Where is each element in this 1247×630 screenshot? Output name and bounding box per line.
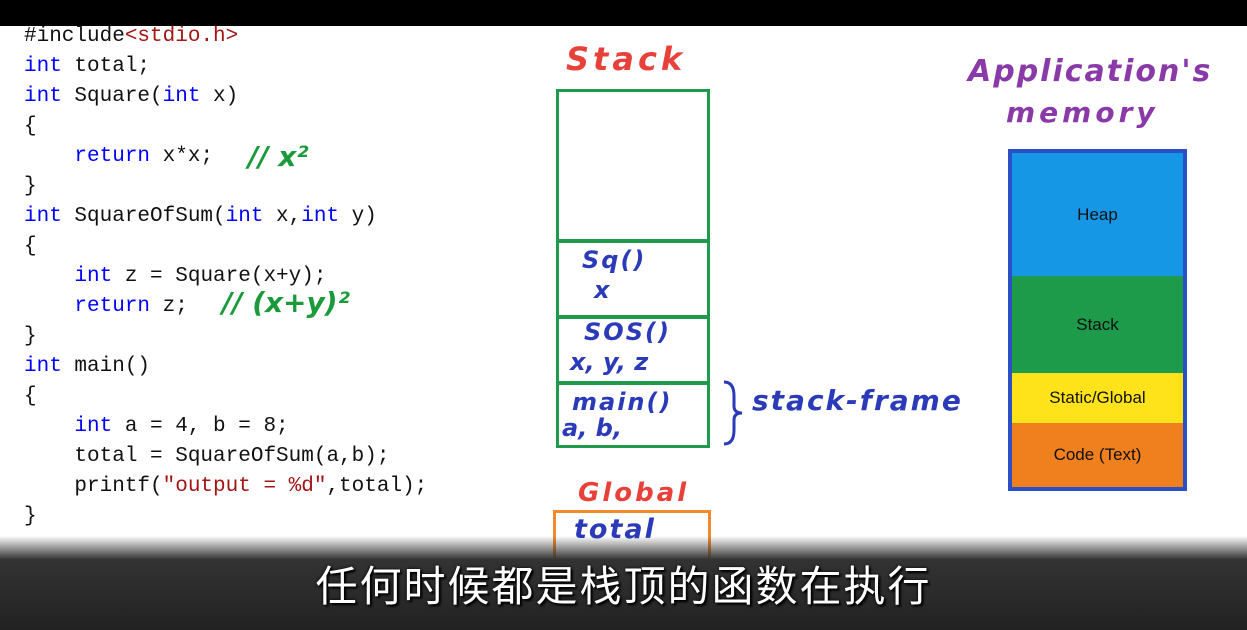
frame-main-name: main() bbox=[572, 388, 673, 416]
code-line-square-sig: int Square(int x) bbox=[24, 85, 239, 108]
code-line-sos-sig: int SquareOfSum(int x,int y) bbox=[24, 205, 377, 228]
code-line-brace: } bbox=[24, 505, 37, 528]
code-line-brace: { bbox=[24, 115, 37, 138]
code-line-include: #include<stdio.h> bbox=[24, 25, 239, 48]
stack-segment-label: Stack bbox=[1076, 314, 1119, 334]
code-line-return-xx: return x*x; bbox=[74, 145, 214, 168]
code-line-return-z: return z; bbox=[74, 295, 188, 318]
static-label: Static/Global bbox=[1049, 388, 1146, 407]
code-line-z-assign: int z = Square(x+y); bbox=[74, 265, 327, 288]
code-line-brace: { bbox=[24, 385, 37, 408]
subtitle-text: 任何时候都是栈顶的函数在执行 bbox=[315, 562, 932, 611]
frame-brace bbox=[723, 380, 743, 446]
memory-segment-stack: Stack bbox=[1012, 276, 1183, 373]
code-line-brace: } bbox=[24, 175, 37, 198]
code-listing: #include<stdio.h> int total; int Square(… bbox=[24, 22, 427, 532]
code-line-printf: printf("output = %d",total); bbox=[24, 475, 428, 498]
stack-free-space bbox=[556, 89, 710, 242]
global-title: Global bbox=[578, 478, 690, 508]
comment-x-squared: // x² bbox=[248, 140, 309, 173]
comment-sum-squared: // (x+y)² bbox=[222, 286, 350, 319]
frame-sq-vars: x bbox=[594, 276, 610, 304]
memory-segment-code: Code (Text) bbox=[1012, 423, 1183, 487]
code-line-main-sig: int main() bbox=[24, 355, 151, 378]
subtitle-band bbox=[0, 536, 1247, 630]
memory-segment-heap: Heap bbox=[1012, 153, 1183, 276]
memory-title-line2: memory bbox=[1006, 96, 1159, 129]
stack-title: Stack bbox=[566, 40, 687, 78]
heap-label: Heap bbox=[1077, 204, 1118, 224]
memory-title-line1: Application's bbox=[968, 54, 1213, 89]
code-label: Code (Text) bbox=[1053, 445, 1142, 464]
code-line-ab-decl: int a = 4, b = 8; bbox=[74, 415, 289, 438]
stack-frame-label: stack-frame bbox=[752, 384, 963, 417]
stack-frame-main bbox=[556, 382, 710, 448]
frame-main-vars: a, b, bbox=[562, 414, 622, 442]
code-line-total-assign: total = SquareOfSum(a,b); bbox=[24, 445, 390, 468]
top-bar bbox=[0, 0, 1247, 26]
memory-segment-static: Static/Global bbox=[1012, 373, 1183, 423]
frame-sos-vars: x, y, z bbox=[570, 348, 649, 376]
code-line-brace: } bbox=[24, 325, 37, 348]
frame-sos-name: SOS() bbox=[584, 318, 671, 346]
memory-diagram: Heap Stack Static/Global Code (Text) bbox=[1008, 149, 1187, 491]
code-line-total-decl: int total; bbox=[24, 55, 151, 78]
code-line-brace: { bbox=[24, 235, 37, 258]
frame-sq-name: Sq() bbox=[582, 246, 647, 274]
